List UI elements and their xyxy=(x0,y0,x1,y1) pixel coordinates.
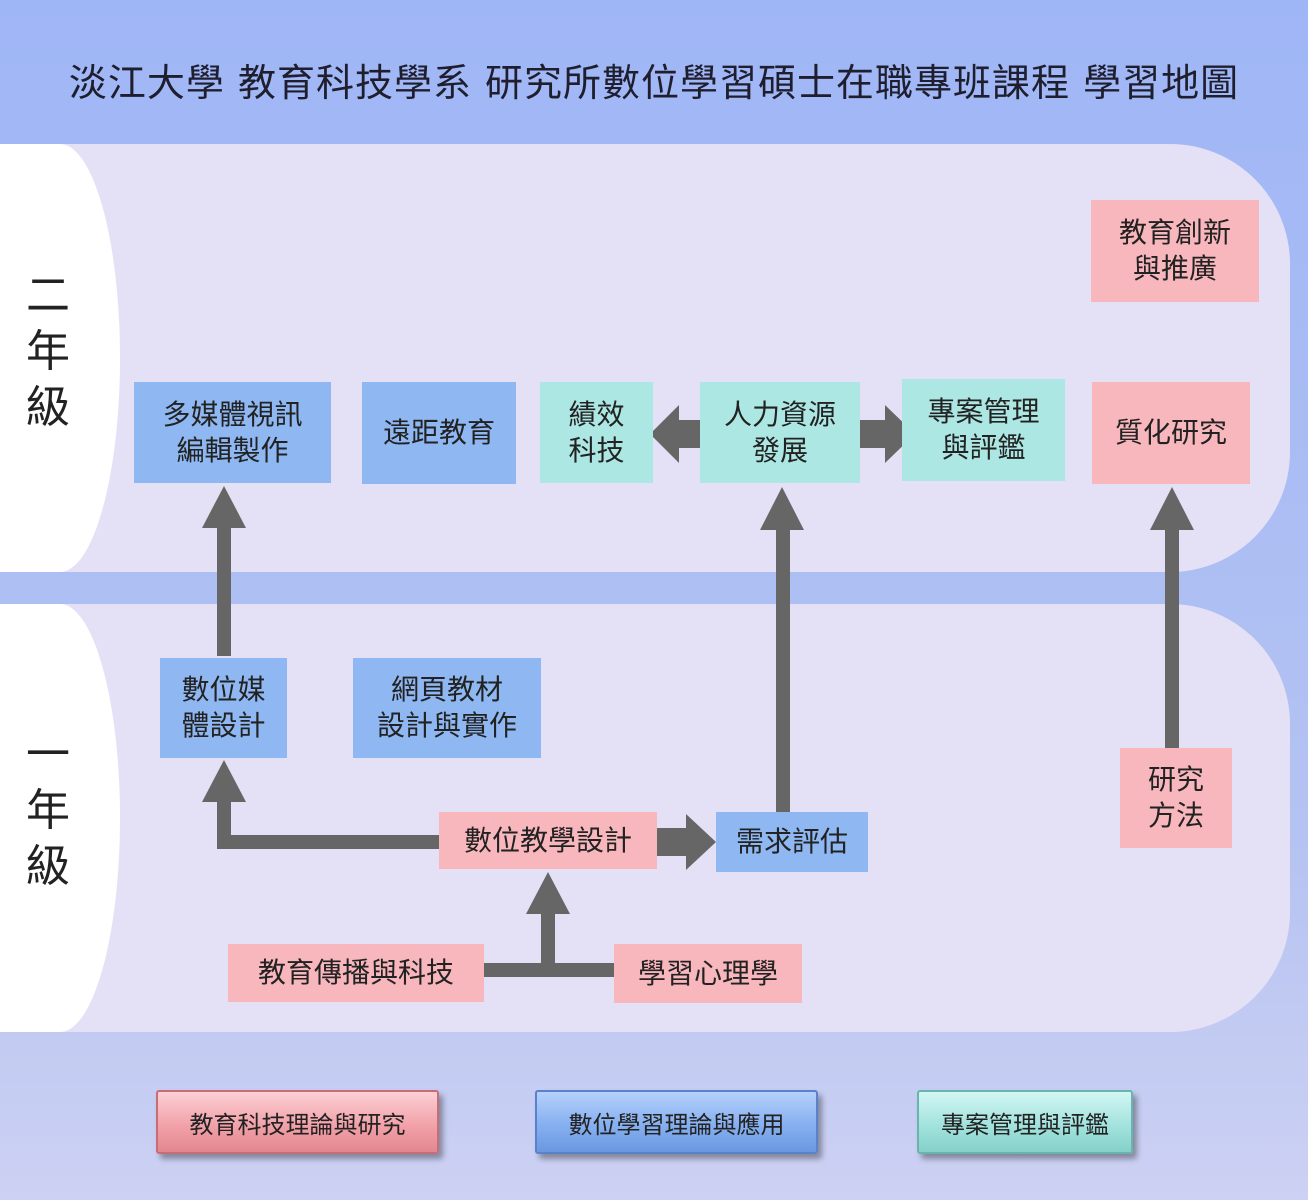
year-2-label: 二 年 級 xyxy=(26,270,70,433)
arrow-head-instruction-to-needs xyxy=(686,814,716,870)
arrow-needs-to-hrd xyxy=(776,528,790,813)
course-project-management: 專案管理 與評鑑 xyxy=(902,379,1065,481)
course-edu-communication-technology: 教育傳播與科技 xyxy=(228,944,484,1002)
arrow-head-foundations-to-instruction xyxy=(526,872,570,914)
arrow-head-instruction-to-media xyxy=(202,760,246,802)
course-web-material-design: 網頁教材 設計與實作 xyxy=(353,658,541,758)
legend-project-evaluation: 專案管理與評鑑 xyxy=(917,1090,1133,1154)
course-digital-media-design: 數位媒 體設計 xyxy=(160,658,287,758)
arrow-foundations-to-instruction xyxy=(541,912,555,970)
arrow-head-methods-to-qualitative xyxy=(1150,487,1194,530)
arrow-instruction-to-needs xyxy=(657,828,689,856)
arrow-head-needs-to-hrd xyxy=(760,487,804,530)
course-edu-innovation: 教育創新 與推廣 xyxy=(1091,200,1259,302)
arrow-hrd-to-performance xyxy=(676,420,701,448)
course-multimedia-editing: 多媒體視訊 編輯製作 xyxy=(134,382,331,483)
arrow-methods-to-qualitative xyxy=(1165,528,1179,750)
course-distance-education: 遠距教育 xyxy=(362,382,516,484)
year-1-band-edge xyxy=(0,604,120,1032)
legend-digital-learning: 數位學習理論與應用 xyxy=(535,1090,818,1154)
year-1-label: 一 年 級 xyxy=(26,729,70,892)
arrow-media-to-editing xyxy=(217,526,231,656)
course-human-resource-development: 人力資源 發展 xyxy=(700,382,860,483)
page-title: 淡江大學 教育科技學系 研究所數位學習碩士在職專班課程 學習地圖 xyxy=(68,61,1240,105)
course-needs-assessment: 需求評估 xyxy=(716,812,868,872)
arrow-head-media-to-editing xyxy=(202,486,246,528)
year-2-band-edge xyxy=(0,144,120,572)
course-qualitative-research: 質化研究 xyxy=(1092,382,1250,484)
course-research-methods: 研究 方法 xyxy=(1120,748,1232,848)
legend-theory-research: 教育科技理論與研究 xyxy=(156,1090,439,1154)
arrow-instruction-to-media-h xyxy=(217,835,439,849)
course-digital-instruction-design: 數位教學設計 xyxy=(439,812,657,869)
arrow-hrd-to-project xyxy=(860,420,888,448)
arrow-head-hrd-to-performance xyxy=(650,405,679,463)
year-2-band xyxy=(0,144,1290,572)
arrow-head-hrd-to-project xyxy=(885,405,915,463)
course-performance-technology: 績效 科技 xyxy=(540,382,653,483)
arrow-instruction-to-media-v xyxy=(217,800,231,849)
course-learning-psychology: 學習心理學 xyxy=(614,944,802,1003)
